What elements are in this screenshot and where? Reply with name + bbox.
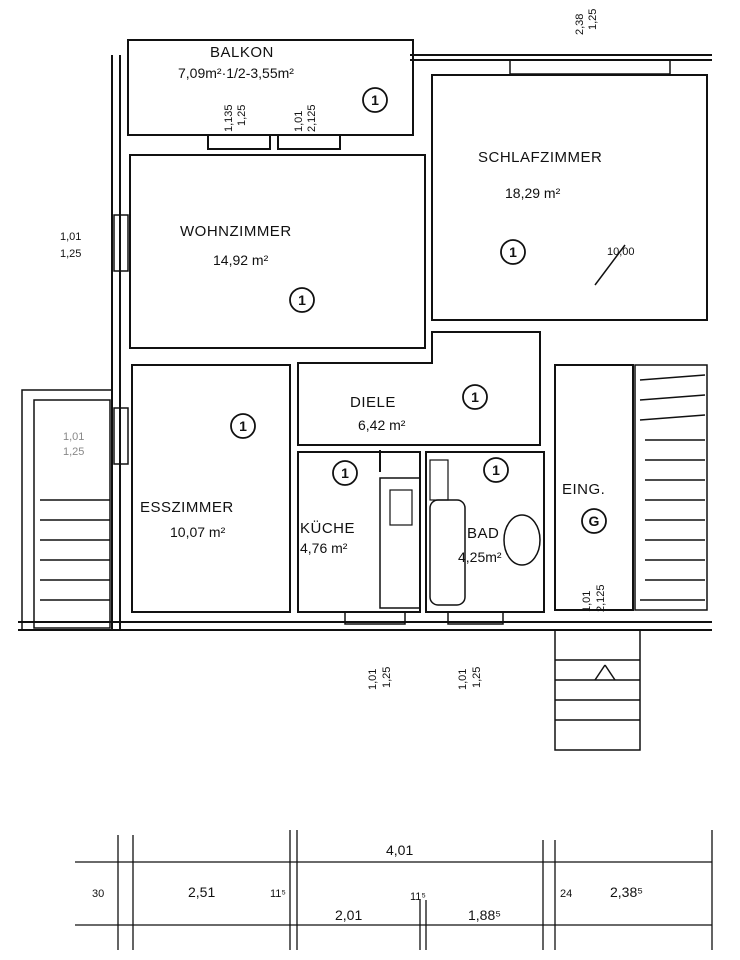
category-marker-kueche (332, 460, 358, 486)
window-dim-bad-a: 1,01 (457, 669, 469, 690)
window-dim-top-right-a: 2,38 (574, 14, 586, 35)
category-marker-esszimmer (230, 413, 256, 439)
window-schlafzimmer (509, 59, 671, 75)
window-dim-eingang-a: 1,01 (581, 591, 593, 612)
window-dim-ess-a: 1,01 (63, 431, 84, 443)
dim-total-top: 4,01 (386, 842, 413, 858)
room-area-diele: 6,42 m² (358, 417, 406, 433)
category-marker-schlafzimmer (500, 239, 526, 265)
room-name-balkon: BALKON (210, 44, 274, 61)
room-name-kueche: KÜCHE (300, 519, 355, 537)
category-label-balkon: 1 (371, 92, 379, 108)
category-label-diele: 1 (471, 389, 479, 405)
dim-238: 2,38⁵ (610, 884, 643, 900)
staircase-left (21, 389, 113, 631)
window-dim-balkon-right-a: 1,01 (293, 111, 305, 132)
window-dim-kueche-a: 1,01 (367, 669, 379, 690)
room-name-eingang: EING. (562, 481, 605, 498)
dim-251: 2,51 (188, 884, 215, 900)
category-marker-eingang (581, 508, 607, 534)
eingang-outline (554, 364, 634, 611)
kueche-outline (297, 451, 421, 625)
room-name-esszimmer: ESSZIMMER (140, 499, 234, 516)
schlafzimmer-note: 10,00 (607, 246, 635, 258)
schlafzimmer-arrow (594, 244, 626, 286)
room-name-diele: DIELE (350, 394, 396, 411)
category-label-kueche: 1 (341, 465, 349, 481)
window-dim-top-right-b: 1,25 (587, 9, 599, 30)
bad-outline (425, 451, 545, 625)
window-esszimmer (113, 407, 129, 465)
schlafzimmer-outline (431, 74, 708, 321)
balkon-outline (127, 39, 414, 150)
room-area-balkon: 7,09m²·1/2-3,55m² (178, 65, 294, 81)
entrance-steps (554, 629, 641, 751)
category-label-schlafzimmer: 1 (509, 244, 517, 260)
dim-201: 2,01 (335, 907, 362, 923)
window-wohnzimmer (113, 214, 129, 272)
staircase-right (634, 364, 708, 611)
room-name-bad: BAD (467, 525, 499, 542)
category-marker-bad (483, 457, 509, 483)
dim-115-a: 11⁵ (270, 888, 286, 900)
room-area-kueche: 4,76 m² (300, 540, 348, 556)
category-marker-balkon (362, 87, 388, 113)
window-dim-ess-b: 1,25 (63, 446, 84, 458)
window-dim-bad-b: 1,25 (471, 667, 483, 688)
room-area-esszimmer: 10,07 m² (170, 524, 226, 540)
window-dim-wohn-b: 1,25 (60, 248, 81, 260)
room-name-schlafzimmer: SCHLAFZIMMER (478, 149, 602, 166)
dim-115-b: 11⁵ (410, 891, 426, 903)
esszimmer-outline (131, 364, 291, 613)
window-dim-balkon-left-b: 1,25 (236, 105, 248, 126)
room-area-wohnzimmer: 14,92 m² (213, 252, 269, 268)
window-dim-balkon-left-a: 1,135 (223, 104, 235, 132)
window-dim-kueche-b: 1,25 (381, 667, 393, 688)
window-dim-balkon-right-b: 2,125 (306, 104, 318, 132)
room-area-bad: 4,25m² (458, 549, 502, 565)
outer-walls (18, 54, 712, 631)
wohnzimmer-outline (129, 154, 426, 349)
dim-24: 24 (560, 888, 572, 900)
category-label-wohnzimmer: 1 (298, 292, 306, 308)
room-area-schlafzimmer: 18,29 m² (505, 185, 561, 201)
room-name-wohnzimmer: WOHNZIMMER (180, 223, 292, 240)
category-label-eingang: G (589, 513, 600, 529)
category-marker-diele (462, 384, 488, 410)
category-label-bad: 1 (492, 462, 500, 478)
category-marker-wohnzimmer (289, 287, 315, 313)
dim-30: 30 (92, 888, 104, 900)
window-dim-wohn-a: 1,01 (60, 231, 81, 243)
dimension-chain (75, 830, 713, 950)
window-dim-eingang-b: 2,125 (595, 584, 607, 612)
dim-188: 1,88⁵ (468, 907, 501, 923)
category-label-esszimmer: 1 (239, 418, 247, 434)
